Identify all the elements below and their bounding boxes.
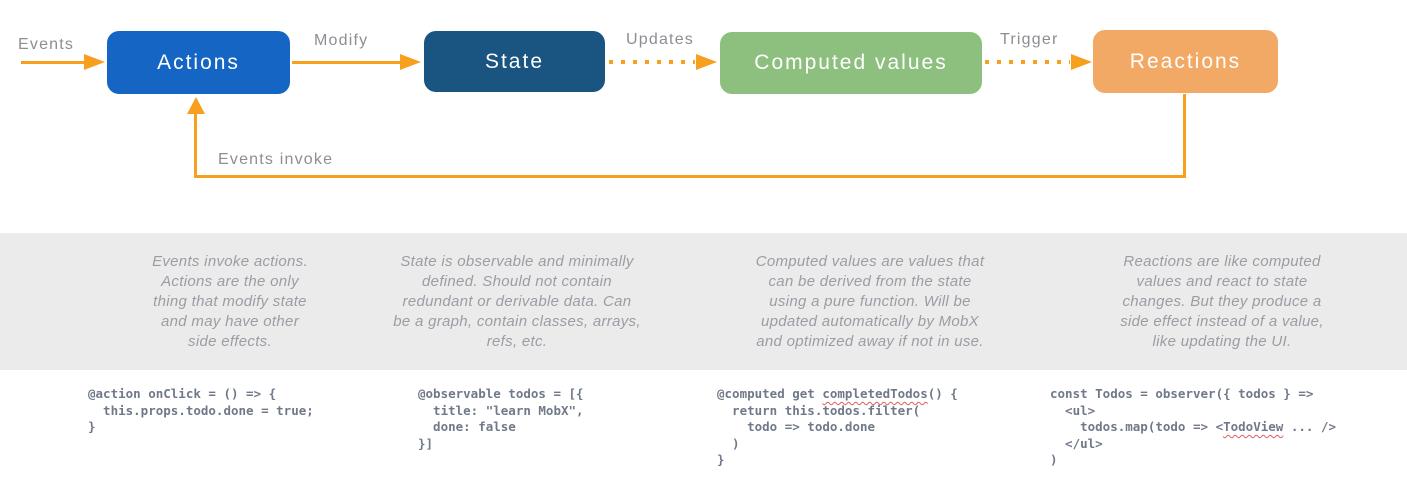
modify-label: Modify (314, 32, 369, 49)
descriptions-band: Events invoke actions. Actions are the o… (0, 233, 1407, 370)
modify-arrowhead-icon (400, 54, 421, 70)
description-actions: Events invoke actions. Actions are the o… (152, 253, 308, 350)
description-state: State is observable and minimally define… (393, 253, 641, 350)
code-action-example: @action onClick = () => { this.props.tod… (88, 386, 314, 434)
code-observer-example: const Todos = observer({ todos } => <ul>… (1050, 386, 1336, 467)
updates-arrowhead-icon (696, 54, 717, 70)
feedback-line-bottom (194, 175, 1186, 178)
events-arrow-line (21, 61, 86, 64)
feedback-arrowhead-icon (187, 97, 205, 114)
updates-dotted-line (609, 60, 695, 64)
trigger-arrowhead-icon (1071, 54, 1092, 70)
events-arrowhead-icon (84, 54, 105, 70)
modify-arrow-line (292, 61, 402, 64)
events-invoke-label: Events invoke (218, 151, 334, 168)
node-state: State (424, 31, 605, 92)
code-computed-example: @computed get completedTodos() { return … (717, 386, 958, 467)
feedback-line-left (194, 113, 197, 178)
trigger-dotted-line (985, 60, 1070, 64)
updates-label: Updates (626, 31, 694, 48)
feedback-line-right (1183, 94, 1186, 178)
code-observable-example: @observable todos = [{ title: "learn Mob… (418, 386, 584, 451)
node-computed-values: Computed values (720, 32, 982, 94)
trigger-label: Trigger (1000, 31, 1059, 48)
description-computed-values: Computed values are values that can be d… (755, 253, 985, 350)
description-reactions: Reactions are like computed values and r… (1120, 253, 1324, 350)
node-actions: Actions (107, 31, 290, 94)
node-reactions: Reactions (1093, 30, 1278, 93)
events-label: Events (18, 36, 75, 53)
